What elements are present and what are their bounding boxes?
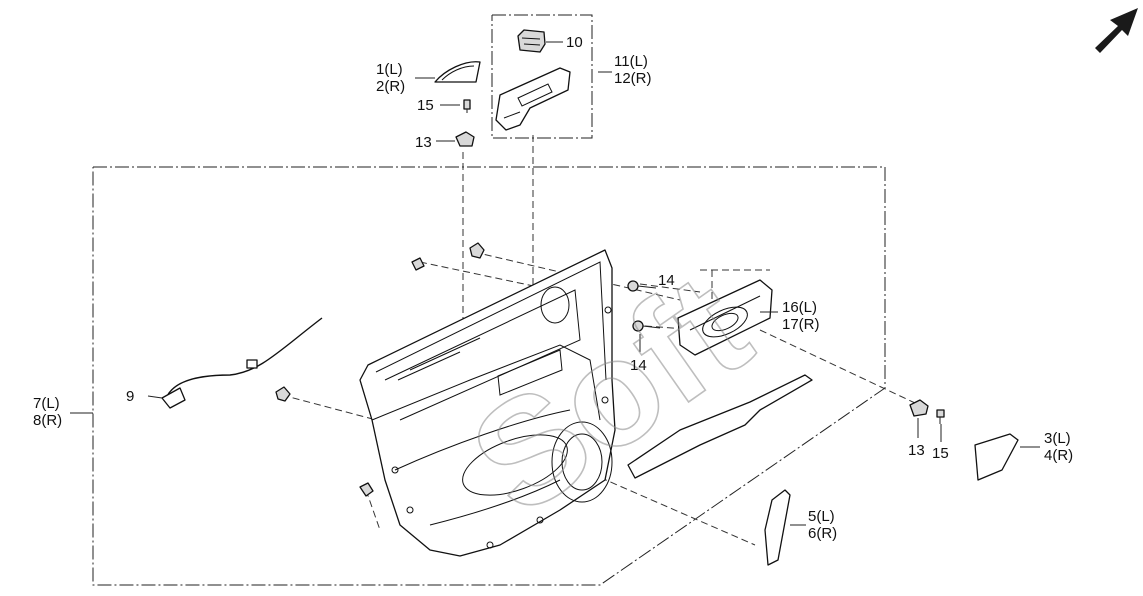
side-garnish-part: [974, 433, 1019, 481]
label-p10: 10: [566, 34, 583, 51]
label-p7: 7(L): [33, 395, 60, 412]
switch-bezel-frame: [491, 14, 593, 139]
label-p16: 16(L): [782, 299, 817, 316]
front-arrow-icon: [1095, 8, 1138, 53]
label-p13b: 13: [908, 442, 925, 459]
screw-part-top: [463, 99, 471, 113]
panel-clips: [275, 242, 485, 497]
window-switch-part: [517, 29, 546, 53]
label-p12: 12(R): [614, 70, 652, 87]
clip-part-top: [455, 131, 475, 147]
screw-part-14-upper: [627, 280, 657, 292]
label-p15a: 15: [417, 97, 434, 114]
label-p15b: 15: [932, 445, 949, 462]
wire-harness-part: [161, 317, 323, 409]
door-trim-panel: [359, 249, 616, 557]
label-p11: 11(L): [614, 53, 648, 70]
label-p8: 8(R): [33, 412, 62, 429]
label-p14b: 14: [630, 357, 647, 374]
label-p14a: 14: [658, 272, 675, 289]
armrest-base-part: [677, 279, 773, 356]
label-p6: 6(R): [808, 525, 837, 542]
leader-lines: [70, 41, 1040, 526]
clip-part-right: [909, 399, 929, 417]
label-p5: 5(L): [808, 508, 835, 525]
trim-panel-frame: [92, 166, 886, 586]
switch-bezel-part: [495, 67, 571, 131]
screw-part-right: [936, 409, 945, 424]
part-labels: 1(L) 2(R) 15 13 10 11(L) 12(R) 9 7(L) 8(…: [33, 34, 1073, 542]
door-garnish-strip: [627, 374, 813, 479]
label-p1: 1(L): [376, 61, 403, 78]
label-p13a: 13: [415, 134, 432, 151]
screw-part-14-lower: [632, 320, 661, 332]
label-p3: 3(L): [1044, 430, 1071, 447]
label-p9: 9: [126, 388, 134, 405]
lower-garnish-part: [764, 489, 791, 566]
label-p2: 2(R): [376, 78, 405, 95]
label-p4: 4(R): [1044, 447, 1073, 464]
label-p17: 17(R): [782, 316, 820, 333]
upper-garnish-part: [434, 61, 481, 83]
